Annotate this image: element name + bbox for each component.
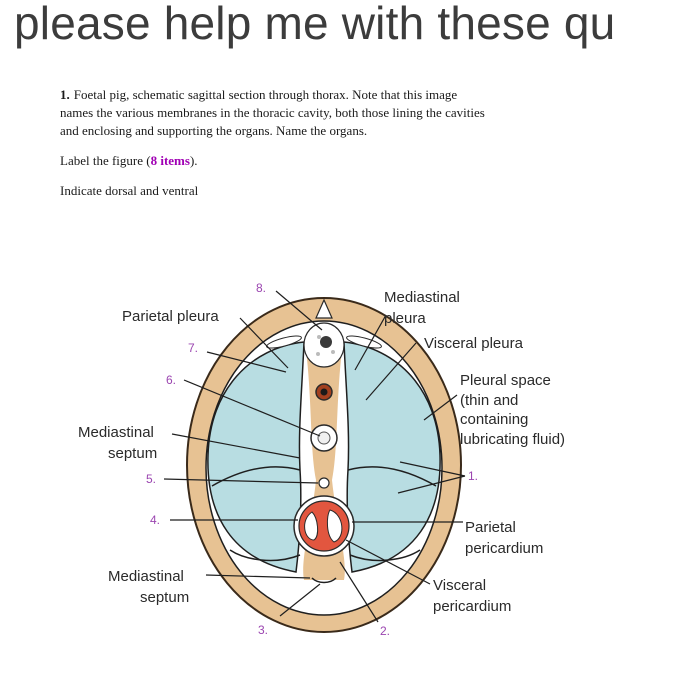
label-count: 8 items xyxy=(150,153,190,168)
heart xyxy=(293,495,355,557)
esophagus-lumen xyxy=(317,431,331,445)
label-prefix: Label the figure ( xyxy=(60,153,151,168)
number-label-4: 4. xyxy=(150,513,160,527)
question-line-1: 1.Foetal pig, schematic sagittal section… xyxy=(60,86,620,104)
membrane-lines xyxy=(211,466,437,584)
small-vessel xyxy=(318,477,330,489)
question-text-line: and enclosing and supporting the organs.… xyxy=(60,123,368,138)
number-label-6: 6. xyxy=(166,373,176,387)
number-label-1: 1. xyxy=(468,469,478,483)
label-mediastinal-septum-lower-line2: septum xyxy=(140,589,189,606)
label-visceral-pericardium-line2: pericardium xyxy=(433,598,511,615)
number-label-3: 3. xyxy=(258,623,268,637)
vertebra xyxy=(266,298,382,368)
right-lung xyxy=(343,341,441,573)
leader-lines xyxy=(163,290,466,623)
label-pleural-space-line1: Pleural space xyxy=(460,372,551,389)
label-pleural-space-line3: containing xyxy=(460,411,528,428)
header-banner: please help me with these qu xyxy=(0,0,700,60)
number-label-7: 7. xyxy=(188,341,198,355)
aorta-lumen xyxy=(320,388,328,396)
label-mediastinal-septum-lower-line1: Mediastinal xyxy=(108,568,184,585)
label-visceral-pericardium-line1: Visceral xyxy=(433,577,486,594)
label-visceral-pleura: Visceral pleura xyxy=(424,335,524,352)
label-mediastinal-septum-upper-line2: septum xyxy=(108,445,157,462)
indicate-instruction: Indicate dorsal and ventral xyxy=(60,183,199,198)
number-label-2: 2. xyxy=(380,624,390,638)
label-pleural-space-line2: (thin and xyxy=(460,392,518,409)
question-block: 1.Foetal pig, schematic sagittal section… xyxy=(60,86,620,200)
number-label-8: 8. xyxy=(256,281,266,295)
label-pleural-space-line4: lubricating fluid) xyxy=(460,431,565,448)
header-title: please help me with these qu xyxy=(14,0,616,49)
question-number: 1. xyxy=(60,87,70,102)
label-suffix: ). xyxy=(189,153,198,168)
question-text-line: names the various membranes in the thora… xyxy=(60,105,485,120)
number-label-5: 5. xyxy=(146,472,156,486)
label-mediastinal-septum-upper-line1: Mediastinal xyxy=(78,424,154,441)
label-parietal-pleura: Parietal pleura xyxy=(122,308,219,325)
question-text-line: Foetal pig, schematic sagittal section t… xyxy=(73,87,458,102)
label-mediastinal-pleura-line1: Mediastinal xyxy=(384,289,460,306)
label-instruction: Label the figure (8 items). xyxy=(60,152,620,170)
label-mediastinal-pleura-line2: pleura xyxy=(384,310,426,327)
label-parietal-pericardium-line1: Parietal xyxy=(465,519,516,536)
label-parietal-pericardium-line2: pericardium xyxy=(465,540,543,557)
